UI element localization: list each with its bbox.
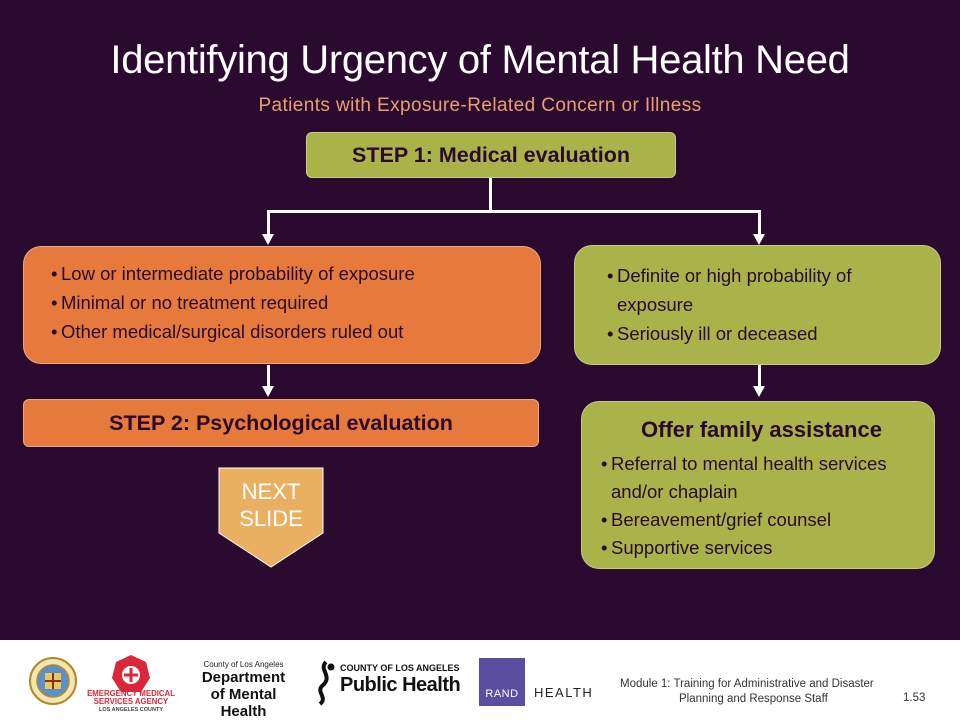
public-health-figure-icon bbox=[318, 660, 335, 706]
ems-line2: SERVICES AGENCY bbox=[93, 697, 169, 706]
connector-left-down bbox=[267, 210, 270, 235]
next-slide-arrow-icon bbox=[218, 467, 324, 568]
dmh-line3: of Mental Health bbox=[210, 686, 277, 720]
dmh-line2: Department bbox=[201, 669, 286, 686]
step2-label: STEP 2: Psychological evaluation bbox=[109, 410, 453, 435]
high-probability-list: Definite or high probability of exposure… bbox=[607, 261, 924, 348]
low-probability-list: Low or intermediate probability of expos… bbox=[51, 259, 540, 346]
slide-number: 1.53 bbox=[903, 692, 926, 704]
next-slide-line1: NEXT bbox=[241, 479, 301, 504]
step2-box: STEP 2: Psychological evaluation bbox=[23, 399, 539, 447]
slide-canvas: Identifying Urgency of Mental Health Nee… bbox=[0, 0, 960, 640]
health-label: HEALTH bbox=[534, 685, 594, 700]
slide-title: Identifying Urgency of Mental Health Nee… bbox=[110, 38, 850, 82]
connector-horizontal bbox=[267, 210, 761, 213]
arrow-right-down-icon bbox=[753, 234, 765, 245]
step1-box: STEP 1: Medical evaluation bbox=[306, 132, 676, 178]
dmh-line1: County of Los Angeles bbox=[203, 660, 284, 669]
next-slide-label: NEXT SLIDE bbox=[218, 478, 324, 532]
next-slide-arrow[interactable]: NEXT SLIDE bbox=[218, 467, 324, 568]
arrow-right-lower-icon bbox=[753, 386, 765, 397]
ems-agency-logo: EMERGENCY MEDICAL SERVICES AGENCY LOS AN… bbox=[86, 654, 176, 713]
connector-left-lower bbox=[267, 365, 270, 387]
module-caption: Module 1: Training for Administrative an… bbox=[620, 677, 874, 707]
low-probability-item: Other medical/surgical disorders ruled o… bbox=[51, 317, 540, 346]
dmh-logo: County of Los Angeles Department of Ment… bbox=[186, 660, 301, 720]
low-probability-item: Minimal or no treatment required bbox=[51, 288, 540, 317]
family-assistance-title: Offer family assistance bbox=[641, 417, 882, 442]
ems-line3: LOS ANGELES COUNTY bbox=[99, 707, 163, 713]
slide-subtitle: Patients with Exposure-Related Concern o… bbox=[258, 95, 702, 116]
arrow-left-down-icon bbox=[262, 234, 274, 245]
ph-line2: Public Health bbox=[340, 674, 461, 696]
arrow-left-lower-icon bbox=[262, 386, 274, 397]
high-probability-box: Definite or high probability of exposure… bbox=[574, 245, 941, 365]
rand-label: RAND bbox=[485, 688, 519, 700]
family-assistance-item: Bereavement/grief counsel bbox=[601, 506, 922, 534]
ems-star-icon bbox=[112, 655, 150, 692]
high-probability-item: Definite or high probability of exposure bbox=[607, 261, 924, 319]
ph-line1: COUNTY OF LOS ANGELES bbox=[340, 663, 460, 673]
connector-right-down bbox=[758, 210, 761, 235]
family-assistance-item: Supportive services bbox=[601, 534, 922, 562]
low-probability-box: Low or intermediate probability of expos… bbox=[23, 246, 541, 364]
family-assistance-box: Offer family assistance Referral to ment… bbox=[581, 401, 935, 569]
high-probability-item: Seriously ill or deceased bbox=[607, 319, 924, 348]
low-probability-item: Low or intermediate probability of expos… bbox=[51, 259, 540, 288]
family-assistance-list: Referral to mental health services and/o… bbox=[601, 450, 922, 562]
rand-logo: RAND bbox=[479, 658, 525, 706]
county-seal-logo bbox=[29, 657, 77, 705]
ems-line1: EMERGENCY MEDICAL bbox=[87, 689, 175, 698]
public-health-logo: COUNTY OF LOS ANGELES Public Health bbox=[312, 660, 462, 706]
footer: EMERGENCY MEDICAL SERVICES AGENCY LOS AN… bbox=[0, 640, 960, 720]
connector-step1-down bbox=[489, 178, 492, 213]
step1-label: STEP 1: Medical evaluation bbox=[352, 142, 630, 167]
family-assistance-item: Referral to mental health services and/o… bbox=[601, 450, 922, 506]
connector-right-lower bbox=[758, 365, 761, 387]
next-slide-line2: SLIDE bbox=[239, 506, 303, 531]
module-line2: Planning and Response Staff bbox=[679, 693, 828, 705]
module-line1: Module 1: Training for Administrative an… bbox=[620, 678, 874, 690]
